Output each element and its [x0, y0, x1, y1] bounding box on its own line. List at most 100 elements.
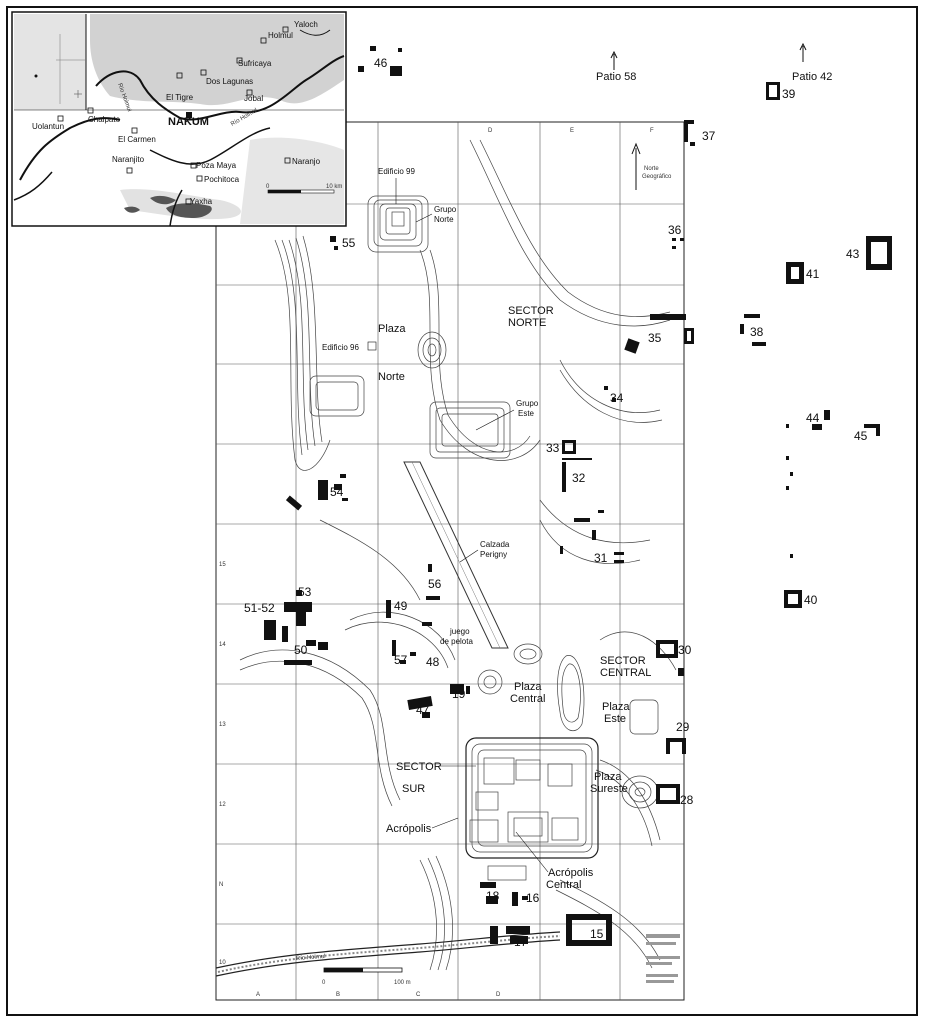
- grid-row-10: 10: [219, 960, 226, 966]
- place-el-tigre: El Tigre: [166, 93, 194, 102]
- structure-44: 44: [806, 411, 820, 425]
- sheet-legend-block: [646, 934, 680, 983]
- label-calzada-2: Perigny: [480, 550, 507, 559]
- patio-arrows: Patio 58 Patio 42: [596, 42, 832, 83]
- inset-scale-0: 0: [266, 184, 270, 190]
- place-el-carmen: El Carmen: [118, 135, 156, 144]
- area-labels: Edificio 99 Grupo Norte Plaza Norte Edif…: [296, 167, 652, 986]
- label-edificio-99: Edificio 99: [378, 167, 415, 176]
- structure-51-52: 51-52: [244, 601, 275, 615]
- contour-lines: [239, 139, 677, 971]
- label-grupo-norte-1: Grupo: [434, 205, 457, 214]
- structure-19: 19: [452, 687, 466, 701]
- label-plaza-sureste-2: Sureste: [590, 783, 628, 795]
- structure-54: 54: [330, 485, 344, 499]
- grid-row-15: 15: [219, 562, 226, 568]
- patio-58-label: Patio 58: [596, 71, 636, 83]
- grid-row-13: 13: [219, 722, 226, 728]
- structure-32: 32: [572, 471, 586, 485]
- label-plaza-sureste-1: Plaza: [594, 771, 622, 783]
- place-uolantun: Uolantun: [32, 122, 64, 131]
- structure-34: 34: [610, 391, 624, 405]
- north-label-2: Geográfico: [642, 174, 672, 180]
- grid-col-b: B: [336, 992, 340, 998]
- location-inset-map: [11, 11, 347, 227]
- structure-43: 43: [846, 247, 860, 261]
- label-plaza-norte-1: Plaza: [378, 323, 406, 335]
- place-pochitoca: Pochitoca: [204, 175, 240, 184]
- map-frame: [6, 6, 918, 1016]
- label-calzada-1: Calzada: [480, 540, 510, 549]
- grid-col-e-top: E: [570, 128, 574, 134]
- structure-31: 31: [594, 551, 608, 565]
- label-rio-holmul: Río Holmul: [296, 954, 326, 962]
- place-dos: Dos Lagunas: [206, 77, 253, 86]
- scale-bar-main: [323, 967, 403, 973]
- label-plaza-este-1: Plaza: [602, 701, 630, 713]
- place-holmul: Holmul: [268, 31, 293, 40]
- label-juego-1: juego: [449, 627, 470, 636]
- inset-scale-10: 10 km: [326, 184, 342, 190]
- place-poza-maya: Poza Maya: [196, 161, 237, 170]
- structure-36: 36: [668, 223, 682, 237]
- structure-53: 53: [298, 585, 312, 599]
- structure-15: 15: [590, 927, 604, 941]
- patio-42-label: Patio 42: [792, 71, 832, 83]
- calzada-perigny: [403, 461, 509, 649]
- grid-col-d: D: [496, 992, 501, 998]
- label-plaza-central-1: Plaza: [514, 681, 542, 693]
- structure-57: 57: [394, 653, 408, 667]
- structure-35: 35: [648, 331, 662, 345]
- structure-55: 55: [342, 236, 356, 250]
- place-yaloch: Yaloch: [294, 20, 318, 29]
- label-sector-sur-2: SUR: [402, 783, 425, 795]
- structure-56: 56: [428, 577, 442, 591]
- structure-30: 30: [678, 643, 692, 657]
- structure-41: 41: [806, 267, 820, 281]
- structure-49: 49: [394, 599, 408, 613]
- grid-col-d-top: D: [488, 128, 493, 134]
- label-grupo-este-1: Grupo: [516, 399, 539, 408]
- structure-33: 33: [546, 441, 560, 455]
- label-sector-central-1: SECTOR: [600, 655, 646, 667]
- label-sector-norte-1: SECTOR: [508, 305, 554, 317]
- label-juego-2: de pelota: [440, 637, 473, 646]
- label-plaza-central-2: Central: [510, 693, 545, 705]
- label-acropolis: Acrópolis: [386, 823, 432, 835]
- structure-50: 50: [294, 643, 308, 657]
- north-arrow: [631, 142, 641, 190]
- label-grupo-norte-2: Norte: [434, 215, 454, 224]
- structure-40: 40: [804, 593, 818, 607]
- plaza-norte-mounds: [309, 331, 511, 459]
- survey-sheet: [215, 121, 685, 1001]
- place-naranjito: Naranjito: [112, 155, 145, 164]
- plaza-este-mound: [477, 643, 659, 809]
- structure-17: 17: [514, 935, 528, 949]
- label-edificio-96: Edificio 96: [322, 343, 359, 352]
- structure-39: 39: [782, 87, 796, 101]
- label-sector-norte-2: NORTE: [508, 317, 546, 329]
- label-sector-central-2: CENTRAL: [600, 667, 651, 679]
- grupo-norte-mound: [367, 195, 429, 253]
- place-chalpate: Chalpate: [88, 115, 121, 124]
- structure-47: 47: [416, 703, 430, 717]
- structure-38: 38: [750, 325, 764, 339]
- structure-28: 28: [680, 793, 694, 807]
- structure-46: 46: [374, 56, 388, 70]
- grid-col-c: C: [416, 992, 421, 998]
- grid-col-f-top: F: [650, 128, 654, 134]
- grid-col-a: A: [256, 992, 260, 998]
- place-sufricaya: Sufricaya: [238, 59, 272, 68]
- structure-45: 45: [854, 429, 868, 443]
- place-jobal: Jobal: [244, 94, 263, 103]
- label-grupo-este-2: Este: [518, 409, 535, 418]
- structure-29: 29: [676, 720, 690, 734]
- grid-row-n: N: [219, 882, 223, 888]
- grid-row-12: 12: [219, 802, 226, 808]
- structure-numbers: 46 39 37 36 43 41 38 35 34 44 45 33 32 3…: [244, 56, 868, 949]
- label-plaza-este-2: Este: [604, 713, 626, 725]
- structure-48: 48: [426, 655, 440, 669]
- label-plaza-norte-2: Norte: [378, 371, 405, 383]
- scale-100m: 100 m: [394, 980, 411, 986]
- place-yaxha: Yaxha: [190, 197, 213, 206]
